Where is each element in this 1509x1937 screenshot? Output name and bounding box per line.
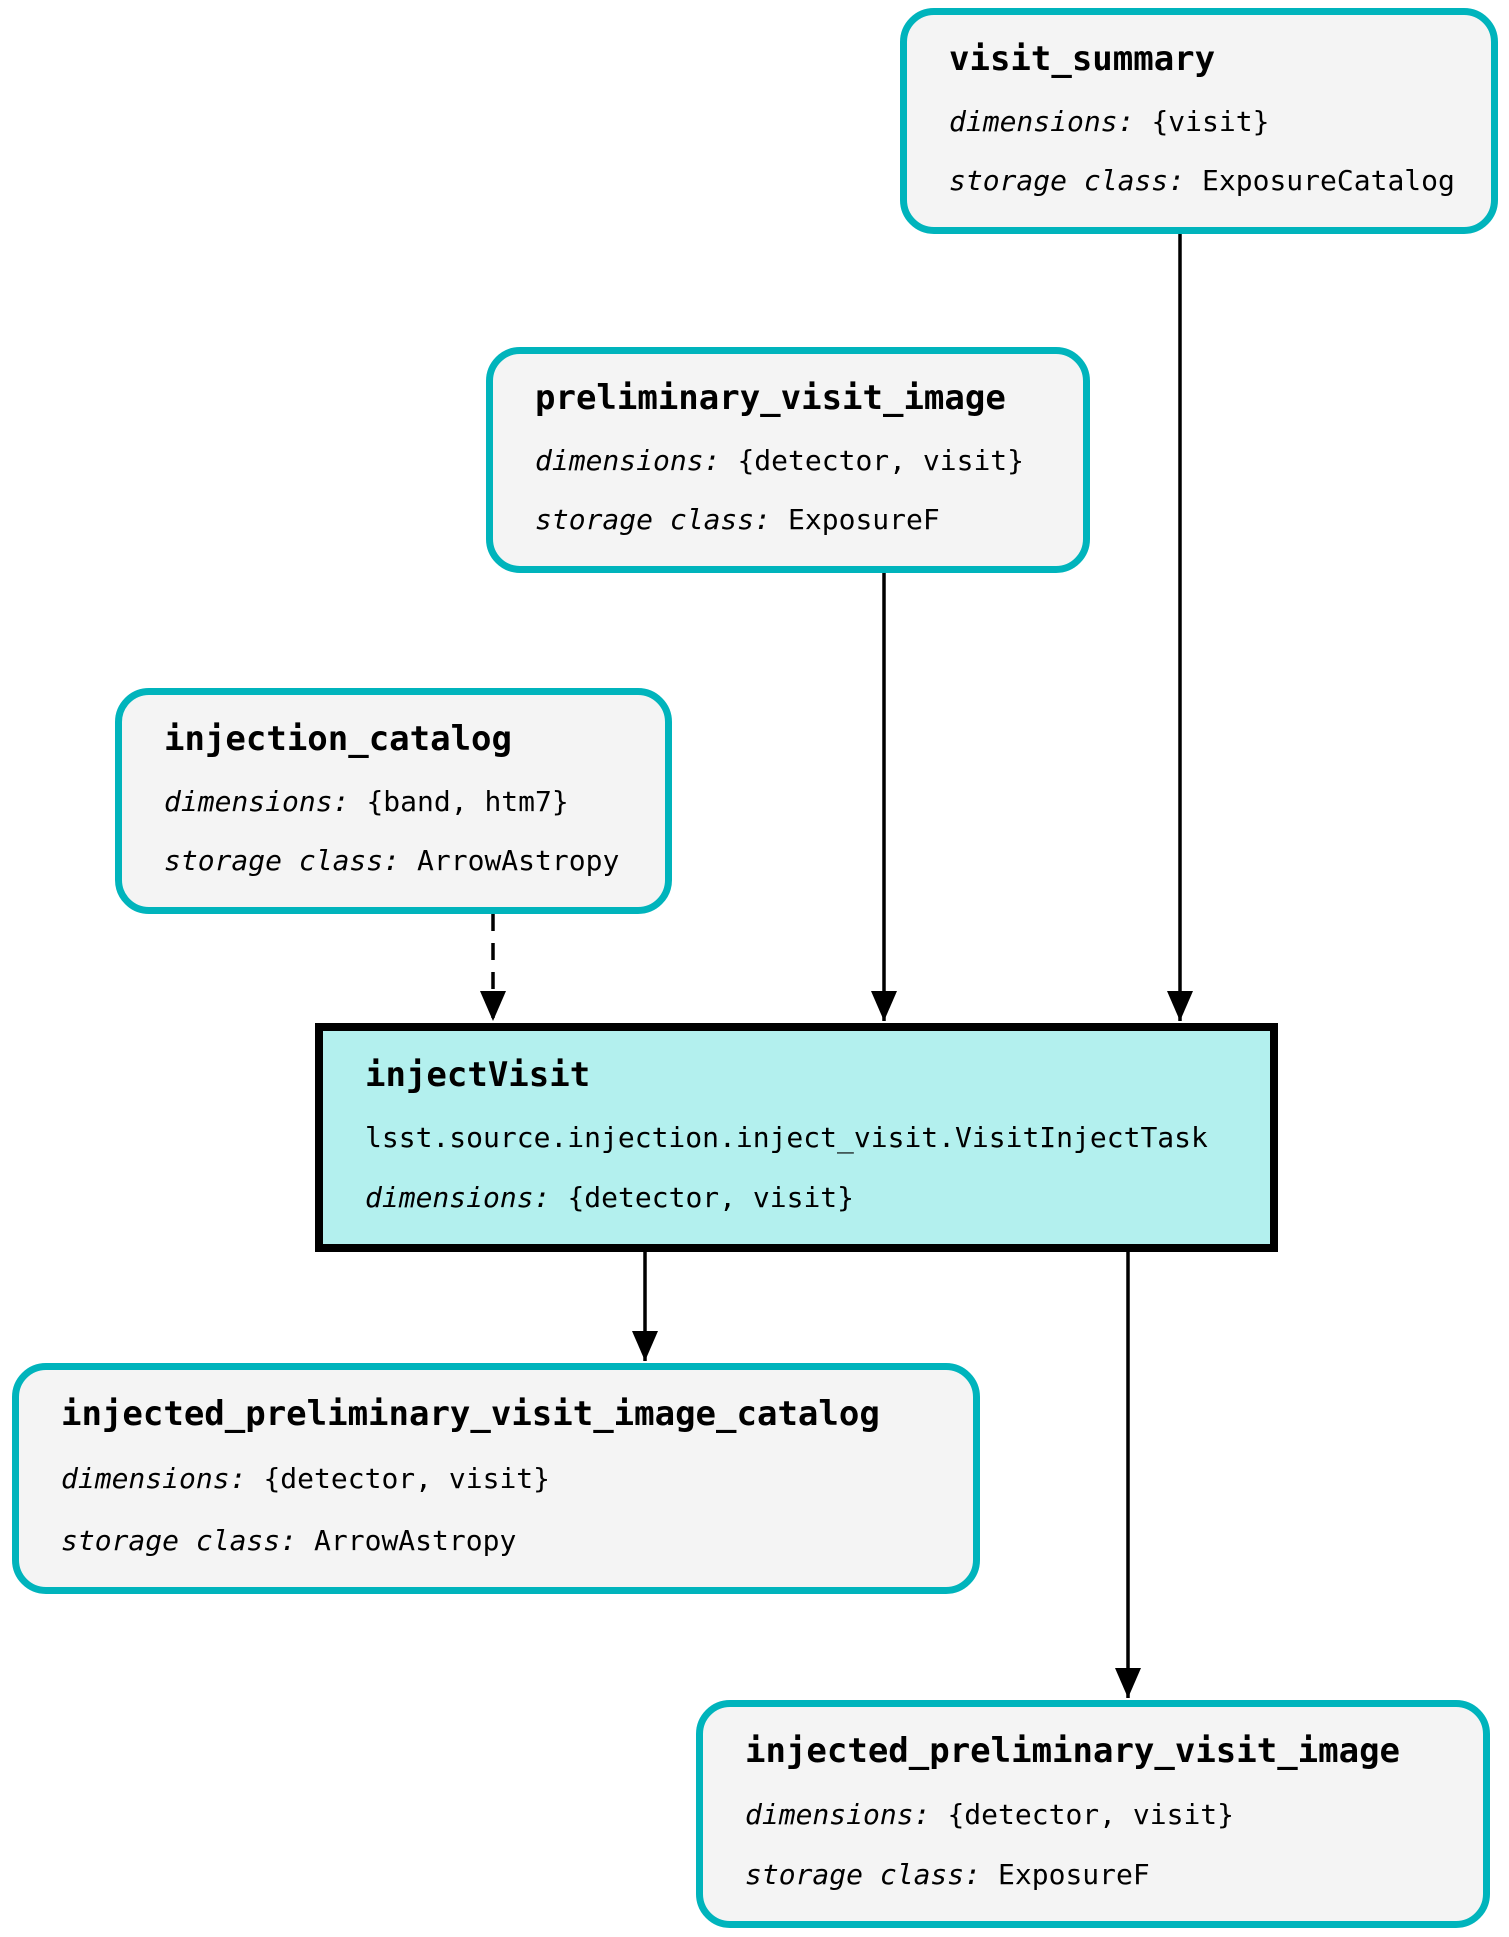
storage-class-row: storage class: ExposureCatalog bbox=[949, 164, 1455, 198]
dimensions-value: {detector, visit} bbox=[947, 1797, 1235, 1831]
storage-class-value: ExposureF bbox=[788, 503, 940, 537]
storage-class-row: storage class: ArrowAstropy bbox=[61, 1524, 931, 1558]
storage-class-value: ArrowAstropy bbox=[417, 844, 620, 878]
dimensions-label: dimensions: bbox=[535, 443, 721, 477]
storage-class-label: storage class: bbox=[535, 503, 772, 537]
dimensions-row: dimensions: {detector, visit} bbox=[745, 1797, 1441, 1831]
storage-class-label: storage class: bbox=[949, 164, 1186, 198]
dimensions-value: {detector, visit} bbox=[567, 1181, 855, 1215]
dimensions-label: dimensions: bbox=[745, 1797, 931, 1831]
dimensions-label: dimensions: bbox=[365, 1181, 551, 1215]
dimensions-value: {visit} bbox=[1151, 104, 1270, 138]
node-preliminary-visit-image: preliminary_visit_image dimensions: {dete… bbox=[486, 347, 1090, 573]
dimensions-value: {band, htm7} bbox=[366, 784, 569, 818]
storage-class-value: ExposureCatalog bbox=[1202, 164, 1455, 198]
storage-class-row: storage class: ArrowAstropy bbox=[164, 844, 623, 878]
node-injected-preliminary-visit-image-catalog: injected_preliminary_visit_image_catalog… bbox=[12, 1363, 980, 1594]
dimensions-row: dimensions: {detector, visit} bbox=[535, 443, 1041, 477]
task-class-value: lsst.source.injection.inject_visit.Visit… bbox=[365, 1121, 1208, 1155]
node-injected-preliminary-visit-image: injected_preliminary_visit_image dimensi… bbox=[696, 1700, 1490, 1928]
dimensions-row: dimensions: {detector, visit} bbox=[365, 1181, 1228, 1215]
dimensions-row: dimensions: {detector, visit} bbox=[61, 1462, 931, 1496]
dimensions-value: {detector, visit} bbox=[263, 1462, 551, 1496]
node-title: injected_preliminary_visit_image_catalog bbox=[61, 1394, 880, 1434]
node-injectvisit-task: injectVisit lsst.source.injection.inject… bbox=[315, 1023, 1278, 1252]
dimensions-label: dimensions: bbox=[61, 1462, 247, 1496]
dimensions-row: dimensions: {band, htm7} bbox=[164, 784, 623, 818]
node-visit-summary: visit_summary dimensions: {visit} storage… bbox=[900, 8, 1498, 234]
storage-class-row: storage class: ExposureF bbox=[535, 503, 1041, 537]
dimensions-label: dimensions: bbox=[164, 784, 350, 818]
node-title: visit_summary bbox=[949, 39, 1216, 79]
node-title: preliminary_visit_image bbox=[535, 378, 1006, 418]
storage-class-label: storage class: bbox=[164, 844, 401, 878]
storage-class-label: storage class: bbox=[745, 1858, 982, 1892]
storage-class-label: storage class: bbox=[61, 1524, 298, 1558]
node-title: injection_catalog bbox=[164, 719, 512, 759]
node-title: injected_preliminary_visit_image bbox=[745, 1731, 1401, 1771]
task-class-row: lsst.source.injection.inject_visit.Visit… bbox=[365, 1121, 1228, 1155]
dimensions-row: dimensions: {visit} bbox=[949, 104, 1449, 138]
storage-class-row: storage class: ExposureF bbox=[745, 1858, 1441, 1892]
dimensions-value: {detector, visit} bbox=[737, 443, 1025, 477]
node-title: injectVisit bbox=[365, 1055, 591, 1095]
node-injection-catalog: injection_catalog dimensions: {band, htm7… bbox=[115, 688, 672, 914]
dimensions-label: dimensions: bbox=[949, 104, 1135, 138]
storage-class-value: ArrowAstropy bbox=[314, 1524, 517, 1558]
storage-class-value: ExposureF bbox=[998, 1858, 1150, 1892]
